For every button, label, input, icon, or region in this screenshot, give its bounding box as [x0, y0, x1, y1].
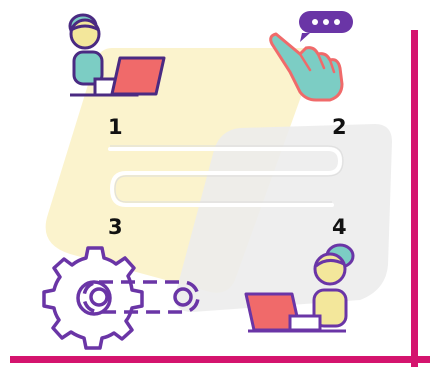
right-accent-bar — [411, 30, 418, 367]
step-2-number: 2 — [332, 115, 347, 139]
connector-outline — [110, 145, 344, 203]
step-3-icon — [42, 246, 200, 350]
step-3-number: 3 — [108, 215, 123, 239]
step-4-icon — [244, 243, 355, 333]
step-4-number: 4 — [332, 215, 347, 239]
step-2-icon — [269, 11, 353, 102]
step-1-icon — [68, 13, 166, 97]
bottom-accent-bar — [10, 356, 430, 363]
connector-path — [108, 147, 343, 207]
step-1-number: 1 — [108, 115, 123, 139]
